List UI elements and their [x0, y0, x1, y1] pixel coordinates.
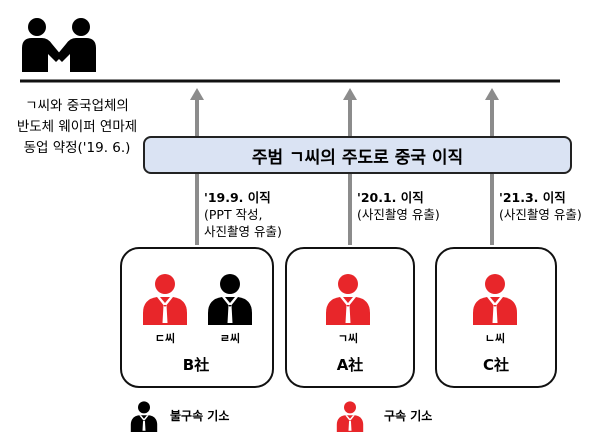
person-collar — [487, 297, 503, 323]
person-collar — [345, 415, 355, 431]
person-head — [344, 401, 356, 414]
legend-not-arrested-icon — [130, 401, 158, 432]
person-collar — [139, 415, 149, 431]
move-label-a: '20.1. 이직 (사진촬영 유출) — [357, 189, 440, 223]
agreement-line: ㄱ씨와 중국업체의 — [25, 98, 129, 114]
handshake-icon — [22, 18, 96, 72]
legend-arrested-icon — [336, 401, 364, 432]
person-head — [155, 274, 175, 294]
person-label-g: ㄱ씨 — [337, 332, 359, 345]
person-label-d: ㄷ씨 — [154, 332, 176, 345]
move-detail: (사진촬영 유출) — [499, 207, 582, 222]
person-collar — [157, 297, 173, 323]
move-date: '20.1. 이직 — [357, 190, 424, 205]
move-detail: (PPT 작성, — [204, 207, 263, 222]
person-label-n: ㄴ씨 — [484, 332, 506, 345]
move-detail: 사진촬영 유출) — [204, 224, 282, 239]
company-name-c: C社 — [482, 356, 509, 374]
company-name-b: B社 — [182, 356, 210, 374]
person-collar — [222, 297, 238, 323]
agreement-text: ㄱ씨와 중국업체의 반도체 웨이퍼 연마제 동업 약정('19. 6.) — [2, 96, 152, 159]
person-icon-n — [473, 274, 517, 325]
person-label-r: ㄹ씨 — [219, 332, 241, 345]
person-icon-g — [326, 274, 370, 325]
company-name-a: A社 — [336, 356, 364, 374]
arrow-b-head — [190, 88, 204, 100]
main-banner: 주범 ㄱ씨의 주도로 중국 이직 — [143, 136, 572, 174]
move-detail: (사진촬영 유출) — [357, 207, 440, 222]
person-icon-d — [143, 274, 187, 325]
person-head — [338, 274, 358, 294]
person-collar — [340, 297, 356, 323]
banner-text: 주범 ㄱ씨의 주도로 중국 이직 — [251, 147, 464, 168]
person-head — [138, 401, 150, 414]
move-date: '21.3. 이직 — [499, 190, 566, 205]
legend-arrested-label: 구속 기소 — [384, 409, 433, 423]
move-date: '19.9. 이직 — [204, 190, 271, 205]
move-label-c: '21.3. 이직 (사진촬영 유출) — [499, 189, 582, 223]
person-icon-r — [208, 274, 252, 325]
agreement-line: 동업 약정('19. 6.) — [23, 140, 131, 156]
person-head — [220, 274, 240, 294]
legend-not-arrested-label: 불구속 기소 — [170, 409, 230, 423]
agreement-line: 반도체 웨이퍼 연마제 — [16, 119, 138, 135]
move-label-b: '19.9. 이직 (PPT 작성, 사진촬영 유출) — [204, 189, 282, 240]
person-head — [485, 274, 505, 294]
arrow-a-head — [343, 88, 357, 100]
arrow-c-head — [485, 88, 499, 100]
